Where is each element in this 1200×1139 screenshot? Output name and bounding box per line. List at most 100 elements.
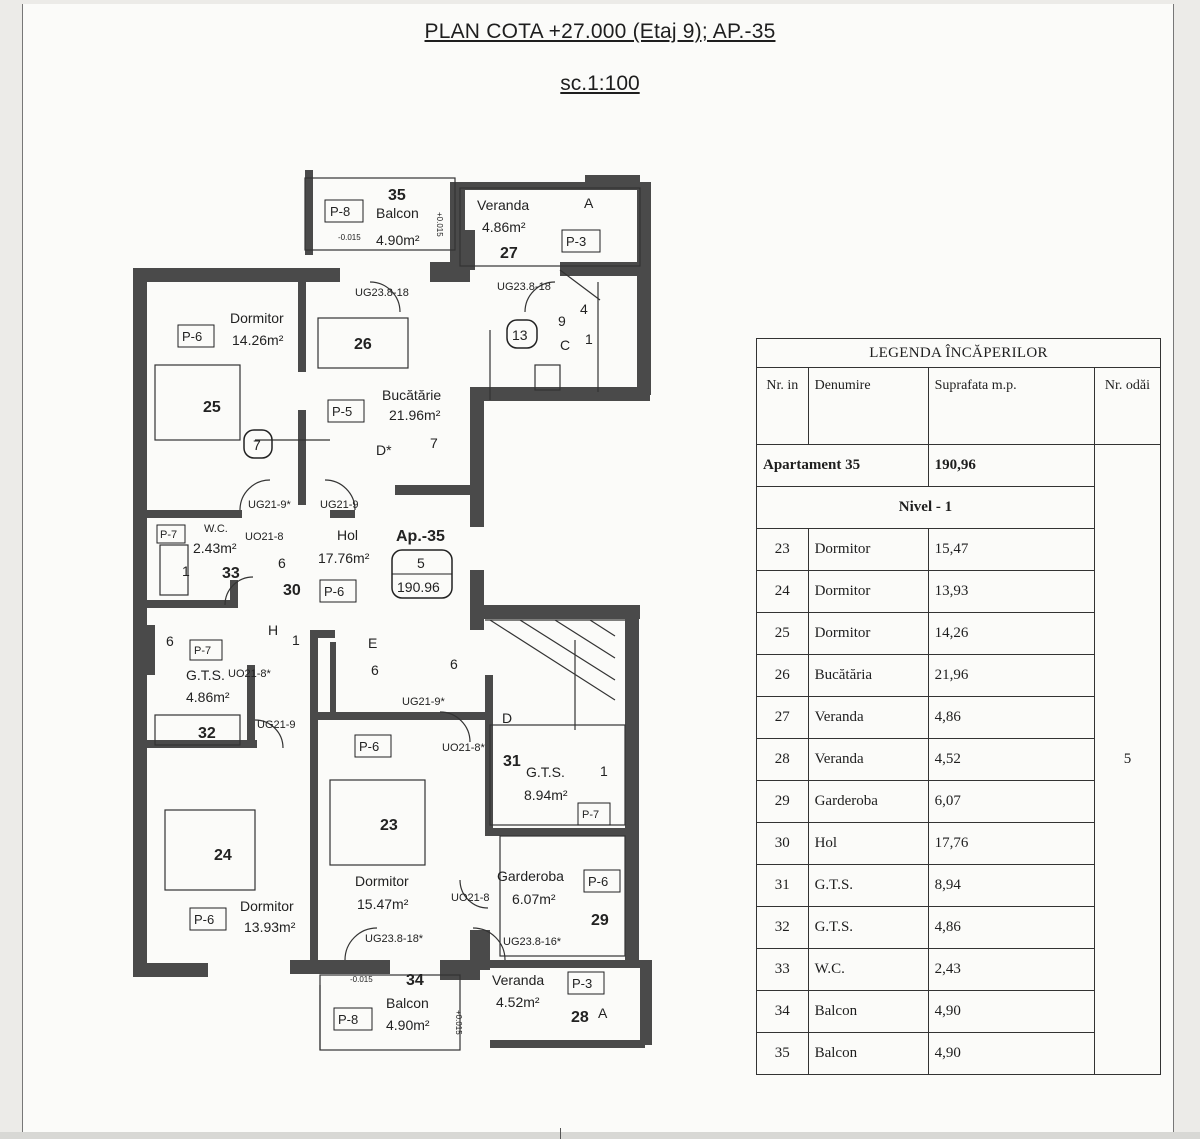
room-name-27: Veranda [477, 197, 529, 213]
room-area-25: 14.26m² [232, 332, 284, 348]
room-area-23: 15.47m² [357, 896, 409, 912]
room-name-32: G.T.S. [186, 667, 225, 683]
door-code: UO21-8 [245, 531, 284, 543]
bubble-13: 13 [512, 327, 528, 343]
plan-marks: C 9 4 1 D* 7 1 6 6 H 1 E 6 6 D 1 [166, 301, 608, 779]
legend-rooms-count: 5 [1093, 444, 1162, 1075]
level-mark: -0.015 [350, 975, 373, 984]
mark: 6 [450, 656, 458, 672]
room-number-32: 32 [198, 725, 216, 742]
room-number-35: 35 [388, 187, 406, 204]
room-number-24: 24 [214, 847, 232, 864]
room-name-30: Hol [337, 527, 358, 543]
mark: 4 [580, 301, 588, 317]
room-name-31: G.T.S. [526, 764, 565, 780]
room-number-28: 28 [571, 1009, 589, 1026]
finish-tag-33: P-7 [160, 529, 177, 541]
door-code: UG23.8-18 [355, 287, 409, 299]
legend-apartment-name: Apartament 35 [756, 444, 929, 487]
mark: 6 [166, 633, 174, 649]
apartment-area: 190.96 [397, 579, 440, 595]
level-mark: +0.015 [454, 1010, 463, 1035]
room-area-26: 21.96m² [389, 407, 441, 423]
mark: 6 [371, 662, 379, 678]
door-code: UG21-9 [320, 499, 359, 511]
room-labels: 35 Balcon 4.90m² P-8 Veranda 4.86m² 27 A… [156, 187, 621, 1033]
level-mark: +0.015 [435, 212, 444, 237]
room-name-29: Garderoba [497, 868, 564, 884]
finish-tag-23: P-6 [359, 739, 379, 754]
room-legend-table: LEGENDA ÎNCĂPERILOR Nr. in Denumire Supr… [756, 338, 1162, 1075]
mark: 1 [585, 331, 593, 347]
mark: D* [376, 442, 392, 458]
finish-tag-32: P-7 [194, 645, 211, 657]
mark: 7 [430, 435, 438, 451]
room-area-27: 4.86m² [482, 219, 526, 235]
plan-title: PLAN COTA +27.000 (Etaj 9); AP.-35 [424, 20, 776, 43]
room-area-31: 8.94m² [524, 787, 568, 803]
room-area-28: 4.52m² [496, 994, 540, 1010]
room-area-30: 17.76m² [318, 550, 370, 566]
room-name-26: Bucătărie [382, 387, 441, 403]
room-name-23: Dormitor [355, 873, 409, 889]
finish-tag-35: P-8 [330, 204, 350, 219]
door-code: UG23.8-18* [365, 933, 424, 945]
room-name-24: Dormitor [240, 898, 294, 914]
door-codes: UG23.8-18 UG23.8-18 UG21-9* UG21-9 UO21-… [228, 281, 562, 948]
room-name-28: Veranda [492, 972, 544, 988]
legend-header-area: Suprafata m.p. [927, 367, 1095, 445]
room-number-23: 23 [380, 817, 398, 834]
legend-apartment-area: 190,96 [927, 444, 1095, 487]
title-block-divider [560, 1128, 561, 1139]
legend-header-name: Denumire [807, 367, 929, 445]
room-area-32: 4.86m² [186, 689, 230, 705]
room-area-24: 13.93m² [244, 919, 296, 935]
veranda-28-mark: A [598, 1005, 608, 1021]
mark: C [560, 337, 570, 353]
room-name-35: Balcon [376, 205, 419, 221]
door-code: UO21-8* [442, 742, 486, 754]
room-number-27: 27 [500, 245, 518, 262]
finish-tag-25: P-6 [182, 329, 202, 344]
finish-tag-30: P-6 [324, 584, 344, 599]
mark: 1 [292, 632, 300, 648]
mark: 6 [278, 555, 286, 571]
room-area-29: 6.07m² [512, 891, 556, 907]
room-name-34: Balcon [386, 995, 429, 1011]
room-number-26: 26 [354, 336, 372, 353]
finish-tag-24: P-6 [194, 912, 214, 927]
room-area-35: 4.90m² [376, 232, 420, 248]
room-name-25: Dormitor [230, 310, 284, 326]
room-number-25: 25 [203, 399, 221, 416]
door-code: UG21-9* [402, 696, 446, 708]
legend-header-nr: Nr. in [756, 367, 809, 445]
level-marks: +0.015 -0.015 -0.015 +0.015 [338, 212, 463, 1035]
door-code: UG23.8-18 [497, 281, 551, 293]
room-number-31: 31 [503, 753, 521, 770]
room-number-30: 30 [283, 582, 301, 599]
mark: 1 [182, 563, 190, 579]
door-code: UG23.8-16* [503, 936, 562, 948]
floor-plan: 35 Balcon 4.90m² P-8 Veranda 4.86m² 27 A… [133, 170, 652, 1051]
plan-scale: sc.1:100 [560, 72, 640, 95]
finish-tag-34: P-8 [338, 1012, 358, 1027]
partitions [154, 177, 641, 1051]
mark: D [502, 710, 512, 726]
finish-tag-28: P-3 [572, 976, 592, 991]
room-name-33: W.C. [204, 523, 228, 535]
finish-tag-27: P-3 [566, 234, 586, 249]
mark: E [368, 635, 377, 651]
title-block-strip [0, 1132, 1200, 1139]
mark: 9 [558, 313, 566, 329]
bubble-7: 7 [253, 437, 261, 453]
door-code: UO21-8* [228, 668, 272, 680]
door-code: UO21-8 [451, 892, 490, 904]
mark: 1 [600, 763, 608, 779]
